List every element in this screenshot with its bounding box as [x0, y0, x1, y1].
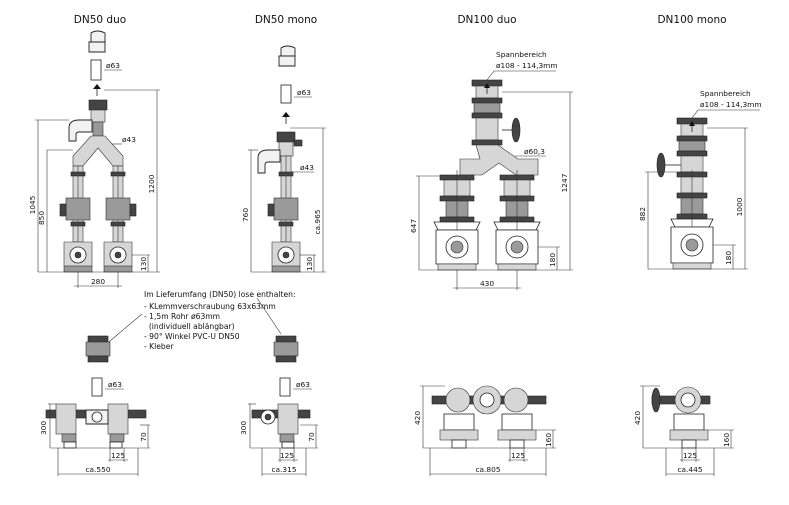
dn50-mono-loose-parts: ø63	[273, 335, 312, 397]
dn100-duo-h1247: 1247	[560, 173, 569, 192]
dn50-duo-top-w550: ca.550	[85, 465, 110, 474]
dn100-mono-spann-range: ø108 - 114,3mm	[700, 100, 762, 109]
dn50-mono-top-w315: ca.315	[271, 465, 296, 474]
dn50-duo-top-h70: 70	[139, 432, 148, 442]
dn100-mono-top-view: 420 160 125 ca.445	[633, 385, 734, 476]
dn50-mono-loose-d63: ø63	[296, 380, 310, 389]
dn100-mono-h1000: 1000	[735, 197, 744, 216]
dn50-duo-d43: ø43	[122, 135, 136, 144]
dn100-duo-top-w805: ca.805	[475, 465, 500, 474]
dn50-mono-pipe-diameter: ø63	[297, 88, 311, 97]
dn50-mono-front-view: ø63 ø43 760 ca.965 130	[241, 45, 326, 273]
dn50-duo-h1045: 1045	[28, 195, 37, 214]
dn100-mono-top-w445: ca.445	[677, 465, 702, 474]
dn50-duo-h130: 130	[139, 257, 148, 271]
dn50-duo-loose-d63: ø63	[108, 380, 122, 389]
dn50-mono-h130: 130	[305, 257, 314, 271]
dn100-duo-top-h160: 160	[544, 433, 553, 447]
scope-of-delivery-note: Im Lieferumfang (DN50) lose enthalten: -…	[103, 290, 296, 351]
dn100-duo-top-w125: 125	[511, 451, 525, 460]
note-item-5: - Kleber	[144, 342, 174, 351]
dn50-mono-top-h300: 300	[239, 421, 248, 435]
dn50-duo-top-w125: 125	[111, 451, 125, 460]
dn50-mono-d43: ø43	[300, 163, 314, 172]
dn100-duo-spann-range: ø108 - 114,3mm	[496, 61, 558, 70]
dn100-duo-spann-label: Spannbereich	[496, 50, 547, 59]
dn100-duo-d60: ø60,3	[524, 147, 545, 156]
dn50-duo-h1200: 1200	[147, 174, 156, 193]
dn50-duo-w280: 280	[91, 277, 105, 286]
dn100-mono-top-h420: 420	[633, 411, 642, 425]
dn100-duo-top-h420: 420	[413, 411, 422, 425]
dn100-duo-front-view: Spannbereich ø108 - 114,3mm ø60,3	[409, 50, 573, 290]
dn100-duo-w430: 430	[480, 279, 494, 288]
dn50-mono-h965: ca.965	[313, 209, 322, 234]
title-dn50-duo: DN50 duo	[74, 14, 126, 26]
note-item-3: (individuell ablängbar)	[144, 322, 235, 331]
dn100-duo-h180: 180	[548, 253, 557, 267]
dn50-duo-top-h300: 300	[39, 421, 48, 435]
dn100-duo-h647: 647	[409, 219, 418, 233]
dn50-mono-top-w125: 125	[280, 451, 294, 460]
dn100-mono-top-h160: 160	[722, 433, 731, 447]
dn50-mono-top-h70: 70	[307, 432, 316, 442]
title-dn100-duo: DN100 duo	[457, 14, 516, 26]
note-item-2: - 1,5m Rohr ø63mm	[144, 312, 220, 321]
dn100-mono-h180: 180	[724, 251, 733, 265]
dn100-duo-top-view: 420 160 125 ca.805	[413, 385, 556, 476]
dn50-duo-h850: 850	[37, 211, 46, 225]
title-dn50-mono: DN50 mono	[255, 14, 317, 26]
dn50-duo-top-view: 300 70 125 ca.550	[39, 403, 150, 476]
dn100-mono-h882: 882	[638, 207, 647, 221]
note-item-4: - 90° Winkel PVC-U DN50	[144, 332, 240, 341]
dn100-mono-top-w125: 125	[683, 451, 697, 460]
note-heading: Im Lieferumfang (DN50) lose enthalten:	[144, 290, 296, 299]
dn100-mono-spann-label: Spannbereich	[700, 89, 751, 98]
dn50-mono-h760: 760	[241, 208, 250, 222]
title-dn100-mono: DN100 mono	[657, 14, 726, 26]
dn50-duo-loose-parts: ø63	[85, 335, 124, 397]
dn50-duo-pipe-diameter: ø63	[106, 61, 120, 70]
dn100-mono-front-view: Spannbereich ø108 - 114,3mm 882 1000	[638, 89, 762, 270]
note-item-1: - KLemmverschraubung 63x63mm	[144, 302, 276, 311]
dn50-mono-top-view: 300 70 125 ca.315	[239, 403, 318, 476]
dn50-duo-front-view: ø63 ø43	[28, 30, 160, 288]
